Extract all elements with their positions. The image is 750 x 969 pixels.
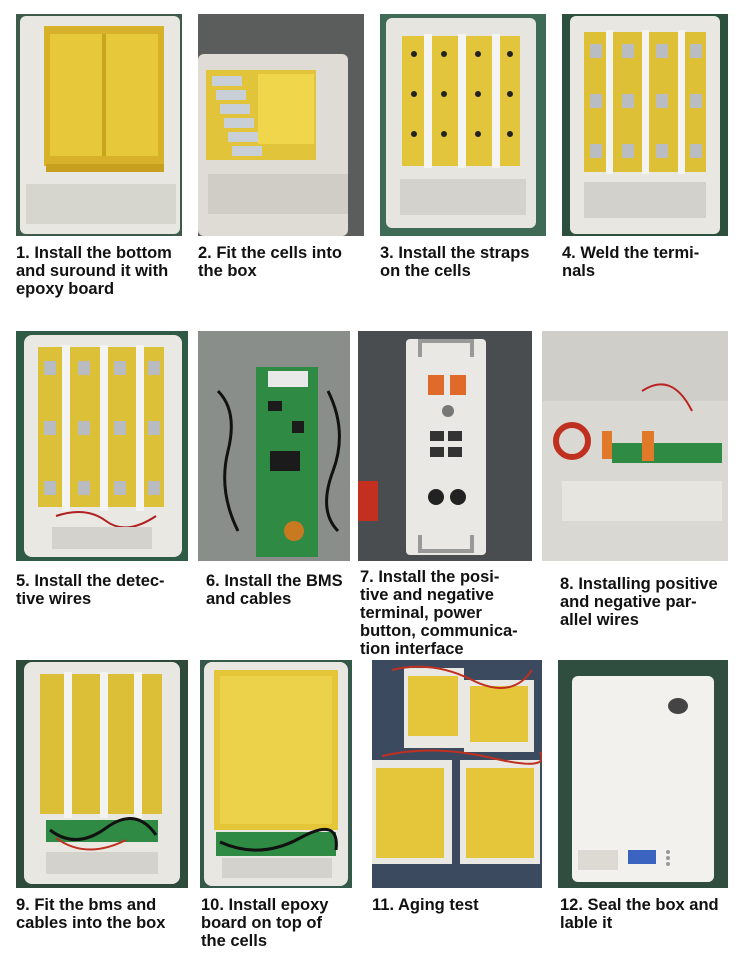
step-3-caption: 3. Install the straps on the cells (380, 244, 530, 280)
step-12-caption: 12. Seal the box and lable it (560, 896, 719, 932)
step-1-caption: 1. Install the bottom and suround it wit… (16, 244, 172, 298)
step-9-photo (16, 660, 188, 888)
step-9-caption: 9. Fit the bms and cables into the box (16, 896, 166, 932)
step-10-photo (200, 660, 352, 888)
step-4-photo (562, 14, 728, 236)
step-3-photo (380, 14, 546, 236)
step-8-photo (542, 331, 728, 561)
step-2-photo (198, 14, 364, 236)
step-5-caption: 5. Install the detec- tive wires (16, 572, 165, 608)
step-7-caption: 7. Install the posi- tive and negative t… (360, 568, 518, 658)
step-1-photo (16, 14, 182, 236)
step-8-caption: 8. Installing positive and negative par-… (560, 575, 718, 629)
step-5-photo (16, 331, 188, 561)
step-11-photo (372, 660, 542, 888)
step-6-photo (198, 331, 350, 561)
step-4-caption: 4. Weld the termi- nals (562, 244, 700, 280)
step-7-photo (358, 331, 532, 561)
step-11-caption: 11. Aging test (372, 896, 479, 914)
step-10-caption: 10. Install epoxy board on top of the ce… (201, 896, 329, 950)
step-6-caption: 6. Install the BMS and cables (206, 572, 343, 608)
step-12-photo (558, 660, 728, 888)
step-2-caption: 2. Fit the cells into the box (198, 244, 342, 280)
